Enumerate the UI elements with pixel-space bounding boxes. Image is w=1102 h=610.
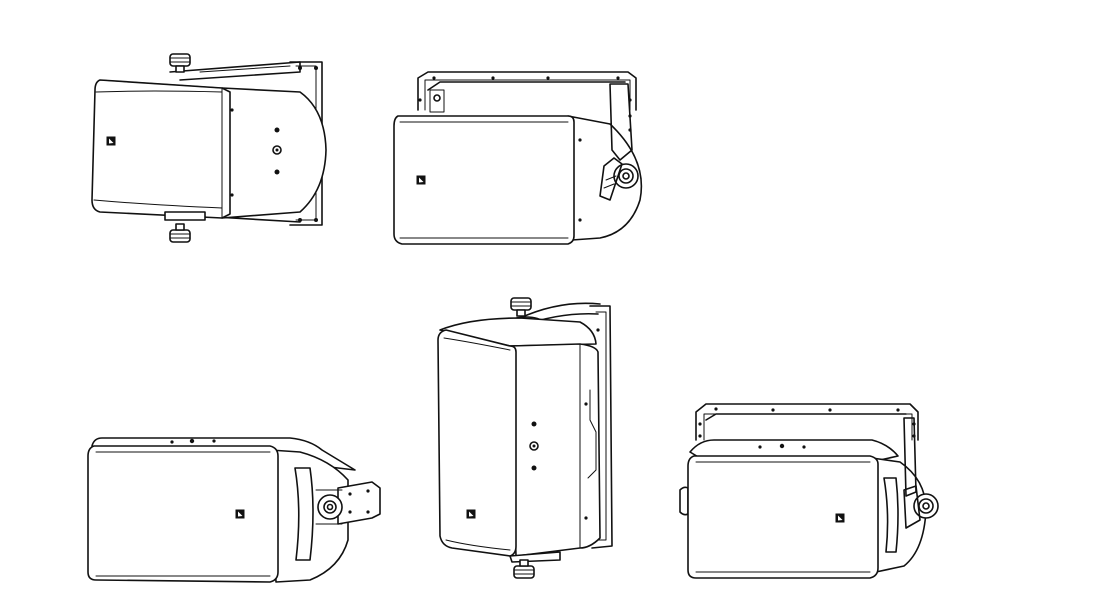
speaker-view-5 (679, 403, 939, 579)
speaker-view-3 (87, 437, 381, 583)
speaker-view-2 (393, 71, 643, 245)
speaker-view-1 (91, 53, 327, 243)
speaker-view-4 (437, 297, 613, 579)
